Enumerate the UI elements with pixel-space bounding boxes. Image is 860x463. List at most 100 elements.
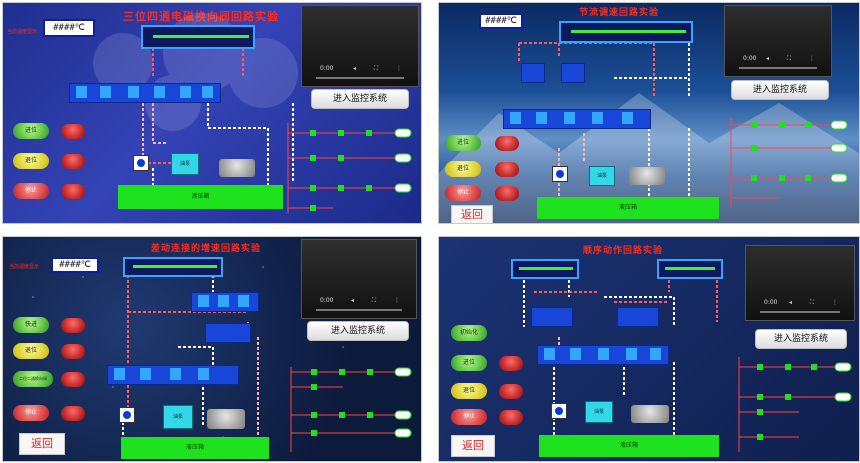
video-time: 0:00 <box>320 297 334 304</box>
hydraulic-tank: 液压箱 <box>537 197 719 219</box>
advance-button[interactable]: 进位 <box>445 135 481 151</box>
plc-ladder-diagram <box>730 118 844 208</box>
video-progress-bar[interactable] <box>760 311 840 313</box>
video-controls-icon[interactable]: ◂ ⛶ ⋮ <box>788 299 846 306</box>
electric-motor-icon <box>631 405 669 423</box>
panel-title: 三位四通电磁换向阀回路实验 <box>123 8 279 24</box>
temperature-label: 当前温度显示 <box>7 29 38 35</box>
enter-monitor-button[interactable]: 进入监控系统 <box>755 329 847 349</box>
directional-valve <box>537 345 669 365</box>
plc-coils <box>394 367 412 438</box>
indicator-lamp <box>61 184 85 199</box>
hydraulic-circuit-lines <box>439 42 859 223</box>
retreat-button[interactable]: 退位 <box>13 153 49 169</box>
back-button[interactable]: 返回 <box>451 435 495 457</box>
temperature-display: ####℃ <box>51 257 99 273</box>
oil-pump-motor: 油泵 <box>589 166 615 186</box>
plc-contacts <box>757 364 817 440</box>
plc-coils <box>394 128 412 193</box>
video-progress-bar[interactable] <box>316 309 402 311</box>
video-player[interactable]: 0:00 ◂ ⛶ ⋮ <box>301 239 417 319</box>
video-controls-icon[interactable]: ◂ ⛶ ⋮ <box>352 65 410 72</box>
stop-button[interactable]: 停止 <box>13 405 49 421</box>
back-button[interactable]: 返回 <box>19 433 65 455</box>
indicator-lamp <box>499 410 523 425</box>
fast-advance-button[interactable]: 快进 <box>13 317 49 333</box>
directional-valve <box>107 365 239 385</box>
hydraulic-cylinder <box>559 21 693 43</box>
plc-ladder-diagram <box>287 123 403 213</box>
hydraulic-tank: 液压箱 <box>118 185 283 209</box>
hydraulic-tank: 液压箱 <box>121 437 269 459</box>
indicator-lamp <box>61 372 85 387</box>
two-way-valve-button[interactable]: 二位二通换向阀 <box>13 371 53 387</box>
panel-title: 节流调速回路实验 <box>579 8 660 18</box>
indicator-lamp <box>495 136 519 151</box>
pump-icon <box>133 155 149 171</box>
video-player[interactable]: 0:00 ◂ ⛶ ⋮ <box>301 5 419 87</box>
enter-monitor-button[interactable]: 进入监控系统 <box>307 321 409 341</box>
panel-sequential-action-circuit: 顺序动作回路实验 油泵 0:00 ◂ ⛶ ⋮ 进入监控系统 初始化 <box>438 236 860 462</box>
solenoid-valve <box>205 323 251 343</box>
stop-button[interactable]: 停止 <box>451 409 487 425</box>
panel-title: 差动连接的增速回路实验 <box>151 244 262 254</box>
sequence-valve-b <box>617 307 659 327</box>
video-controls-icon[interactable]: ◂ ⛶ ⋮ <box>765 55 823 62</box>
plc-contacts <box>311 369 373 436</box>
indicator-lamp <box>61 318 85 333</box>
indicator-lamp <box>495 162 519 177</box>
back-button[interactable]: 返回 <box>451 205 493 223</box>
hydraulic-tank: 液压箱 <box>539 435 719 457</box>
plc-coils <box>834 362 852 402</box>
hydraulic-circuit-lines <box>32 266 412 452</box>
temperature-display: ####℃ <box>43 19 95 37</box>
panel-differential-speed-circuit: 差动连接的增速回路实验 当前温度显示 ####℃ 油泵 <box>2 236 422 462</box>
indicator-lamp <box>499 384 523 399</box>
indicator-lamp <box>61 124 85 139</box>
retreat-button[interactable]: 退位 <box>445 161 481 177</box>
plc-ladder-diagram <box>738 357 849 452</box>
oil-pump-motor: 油泵 <box>163 405 193 429</box>
video-time: 0:00 <box>743 55 757 62</box>
video-progress-bar[interactable] <box>739 67 817 69</box>
electric-motor-icon <box>629 167 665 185</box>
hydraulic-circuit-lines <box>523 275 852 452</box>
plc-contacts <box>751 122 811 181</box>
sequence-valve-a <box>531 307 573 327</box>
plc-ladder-diagram <box>290 367 408 452</box>
plc-coils <box>830 120 848 183</box>
check-valve <box>561 63 585 83</box>
initialize-button[interactable]: 初始化 <box>451 325 487 341</box>
hydraulic-cylinder <box>141 25 255 49</box>
stop-button[interactable]: 停止 <box>445 185 481 201</box>
hydraulic-cylinder-a <box>511 259 579 279</box>
throttle-valve <box>521 63 545 83</box>
panel-reversing-valve-circuit: 三位四通电磁换向阀回路实验 当前温度显示 ####℃ 油泵 <box>2 2 422 224</box>
panel-throttle-speed-circuit: 节流调速回路实验 ####℃ 油泵 0:00 ◂ ⛶ ⋮ <box>438 2 860 224</box>
plc-contacts <box>310 130 372 211</box>
advance-button[interactable]: 进位 <box>451 355 487 371</box>
oil-pump-motor: 油泵 <box>585 401 613 423</box>
directional-valve <box>503 109 651 129</box>
panel-title: 顺序动作回路实验 <box>583 246 664 256</box>
video-player[interactable]: 0:00 ◂ ⛶ ⋮ <box>724 5 832 77</box>
two-position-valve <box>191 292 259 312</box>
video-progress-bar[interactable] <box>316 77 404 79</box>
retreat-button[interactable]: 退位 <box>13 343 49 359</box>
pump-icon <box>551 403 567 419</box>
directional-valve <box>69 83 221 103</box>
retreat-button[interactable]: 退位 <box>451 383 487 399</box>
oil-pump-motor: 油泵 <box>171 153 199 175</box>
indicator-lamp <box>61 154 85 169</box>
temperature-display: ####℃ <box>479 13 523 29</box>
video-time: 0:00 <box>764 299 778 306</box>
electric-motor-icon <box>207 409 245 429</box>
advance-button[interactable]: 进位 <box>13 123 49 139</box>
enter-monitor-button[interactable]: 进入监控系统 <box>311 89 409 109</box>
indicator-lamp <box>61 344 85 359</box>
enter-monitor-button[interactable]: 进入监控系统 <box>731 80 829 100</box>
stop-button[interactable]: 停止 <box>13 183 49 199</box>
indicator-lamp <box>61 406 85 421</box>
video-player[interactable]: 0:00 ◂ ⛶ ⋮ <box>745 245 855 321</box>
video-controls-icon[interactable]: ◂ ⛶ ⋮ <box>350 297 408 304</box>
